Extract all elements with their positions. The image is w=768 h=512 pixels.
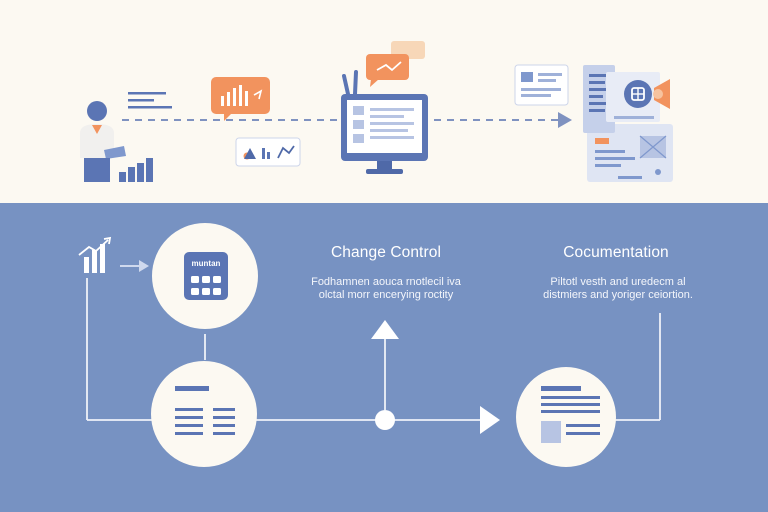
text-lines-icon bbox=[128, 92, 172, 109]
documentation-desc-line-2: distmiers and yoriger ceiortion. bbox=[543, 289, 693, 301]
document-node bbox=[151, 361, 257, 467]
documentation-title: Cocumentation bbox=[563, 244, 669, 261]
change-control-title: Change Control bbox=[331, 244, 441, 261]
small-right-arrow-icon bbox=[120, 260, 149, 272]
calculator-label: muntan bbox=[192, 259, 221, 268]
trend-chart-icon bbox=[78, 236, 112, 273]
junction-dot bbox=[375, 410, 395, 430]
bottom-panel bbox=[0, 203, 768, 512]
right-arrowhead-icon bbox=[480, 406, 500, 434]
top-flow-arrowhead-icon bbox=[558, 112, 572, 128]
change-control-desc-line-1: Fodhamnen aouca rnotlecil iva bbox=[311, 276, 461, 288]
document-lines-icon bbox=[175, 386, 235, 435]
desk-bar-chart-icon bbox=[119, 158, 153, 182]
up-arrowhead-icon bbox=[371, 320, 399, 339]
calculator-icon bbox=[184, 252, 228, 300]
chat-bubbles-icon bbox=[366, 41, 425, 87]
desktop-monitor-icon bbox=[341, 70, 428, 174]
chart-speech-bubble-icon bbox=[211, 77, 270, 121]
document-stack-icon bbox=[583, 65, 673, 182]
person-with-laptop-icon bbox=[80, 101, 126, 182]
analytics-card-icon bbox=[235, 137, 301, 167]
documentation-desc-line-1: Piltotl vesth and uredecm al bbox=[550, 276, 686, 288]
report-card-icon bbox=[514, 64, 569, 106]
documentation-node bbox=[516, 367, 616, 467]
report-page-icon bbox=[541, 386, 600, 443]
change-control-desc-line-2: olctal morr encerying roctity bbox=[318, 289, 454, 301]
connector-lines bbox=[86, 278, 661, 421]
